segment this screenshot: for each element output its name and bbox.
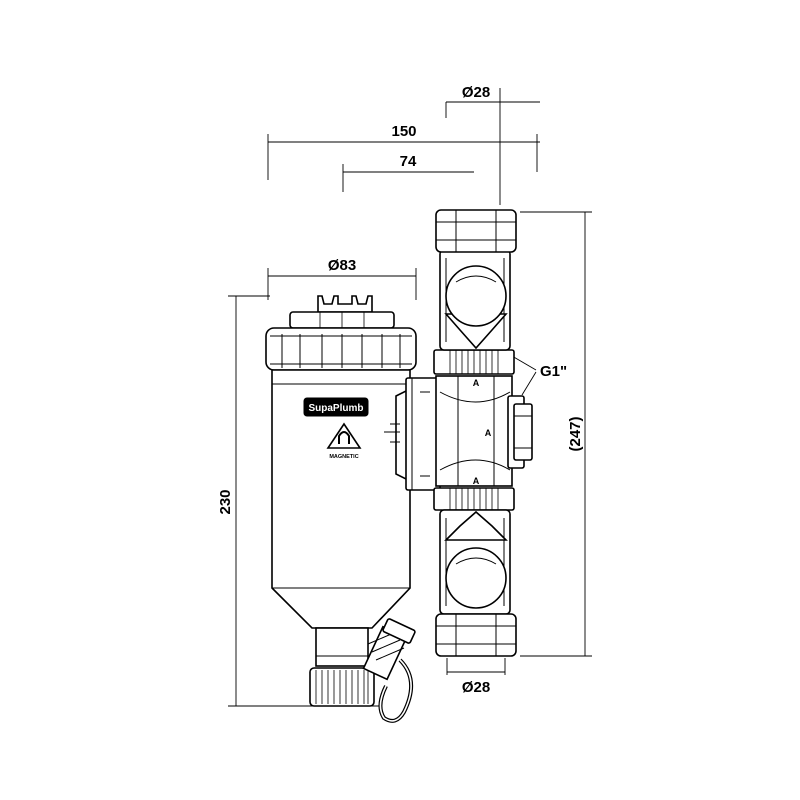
tee-body: A A A	[435, 375, 513, 487]
total-width-label: 150	[391, 123, 416, 140]
dimension-labels: Ø28 150 74 Ø83 230 (247) G1" Ø28	[217, 84, 584, 696]
lower-thread-ring	[433, 487, 515, 511]
upper-isolation-valve	[439, 249, 511, 351]
lower-isolation-valve	[439, 509, 511, 615]
filter-height-label: 230	[217, 489, 234, 514]
bleed-valve	[362, 618, 416, 681]
upper-thread-ring	[433, 349, 515, 375]
offset-width-label: 74	[400, 153, 417, 170]
filter-canister	[271, 369, 411, 629]
pipe-bottom-diameter-label: Ø28	[462, 679, 490, 696]
svg-text:A: A	[473, 378, 480, 388]
upper-compression-nut	[435, 209, 517, 253]
svg-text:A: A	[485, 428, 492, 438]
filter-cap	[265, 327, 417, 371]
filter-neck	[315, 627, 369, 667]
thread-size-label: G1"	[540, 363, 567, 380]
pipe-top-diameter-label: Ø28	[462, 84, 490, 101]
magnet-icon: MAGNETIC	[326, 422, 362, 460]
lower-compression-nut	[435, 613, 517, 657]
magnetic-filter-body: SupaPlumb MAGNETIC	[265, 295, 417, 723]
top-knob	[289, 295, 395, 329]
filter-diameter-label: Ø83	[328, 257, 356, 274]
valve-tee-assembly: A A A	[433, 209, 533, 657]
brand-name: SupaPlumb	[308, 403, 363, 414]
side-port-nut	[507, 395, 533, 469]
valve-height-label: (247)	[567, 416, 584, 451]
svg-text:A: A	[473, 476, 480, 486]
brand-badge: SupaPlumb	[303, 397, 369, 417]
magnetic-label: MAGNETIC	[329, 454, 358, 460]
drain-cap	[309, 667, 375, 707]
